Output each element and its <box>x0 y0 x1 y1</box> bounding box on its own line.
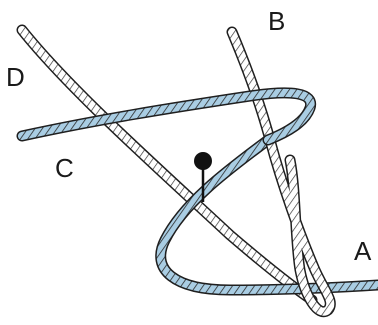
label-a: A <box>354 236 372 266</box>
rope-d <box>16 24 318 306</box>
label-d: D <box>6 62 25 92</box>
label-b: B <box>268 6 285 36</box>
label-c: C <box>55 153 74 183</box>
rope-blue-upper <box>16 87 317 146</box>
pin-marker <box>194 152 212 202</box>
rope-b <box>226 26 336 318</box>
